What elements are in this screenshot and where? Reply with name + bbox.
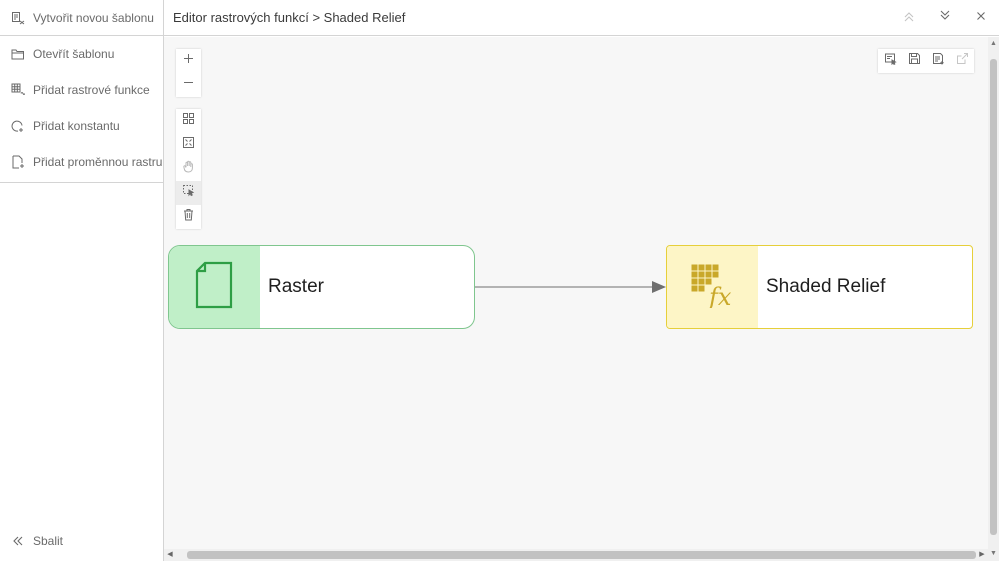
zoom-to-fit-button[interactable] [176,133,201,157]
sidebar-item-label: Přidat proměnnou rastru [33,155,163,169]
raster-node[interactable]: Raster [168,245,475,329]
sidebar-item-label: Přidat konstantu [33,119,120,133]
raster-document-icon [195,261,235,314]
hand-icon [182,160,195,178]
raster-node-label: Raster [268,276,324,297]
sidebar-item-add-constant[interactable]: Přidat konstantu [0,108,163,144]
grid-layout-icon [182,112,195,130]
scroll-down-arrow-icon[interactable]: ▼ [990,550,997,557]
page-title: Editor rastrových funkcí > Shaded Relief [173,10,406,25]
save-as-button[interactable] [926,49,950,73]
delete-button[interactable] [176,205,201,229]
sidebar-item-new-template[interactable]: Vytvořit novou šablonu [0,0,163,36]
properties-icon [884,52,897,70]
header: Editor rastrových funkcí > Shaded Relief [164,0,999,36]
close-button[interactable] [963,0,999,36]
double-chevron-down-icon [939,9,951,27]
sidebar: Vytvořit novou šablonu Otevřít šablonu P… [0,0,164,561]
constant-icon [11,119,25,133]
sidebar-divider [0,182,163,183]
close-icon [975,9,987,27]
sidebar-item-label: Otevřít šablonu [33,47,115,61]
scroll-left-arrow-icon[interactable]: ◀ [167,551,173,558]
trash-icon [182,208,195,226]
shaded-relief-function-node[interactable]: fx Shaded Relief [666,245,973,329]
select-button[interactable] [176,181,201,205]
export-button[interactable] [950,49,974,73]
save-button[interactable] [902,49,926,73]
template-properties-button[interactable] [878,49,902,73]
double-chevron-left-icon [11,534,25,548]
zoom-toolbar [176,49,201,97]
canvas-tools [176,109,201,229]
function-node-label: Shaded Relief [766,276,886,297]
export-icon [956,52,969,70]
auto-layout-button[interactable] [176,109,201,133]
folder-open-icon [11,47,25,61]
graph-canvas[interactable]: Raster fx Shaded Relief [164,37,988,549]
pan-button[interactable] [176,157,201,181]
svg-text:fx: fx [707,283,732,308]
sidebar-item-label: Přidat rastrové funkce [33,83,150,97]
sidebar-item-open-template[interactable]: Otevřít šablonu [0,36,163,72]
raster-function-fx-icon: fx [689,262,737,313]
scroll-up-arrow-icon[interactable]: ▲ [990,40,997,47]
scroll-right-arrow-icon[interactable]: ▶ [979,551,985,558]
fit-to-screen-icon [182,136,195,154]
save-as-icon [932,52,945,70]
horizontal-scroll-thumb[interactable] [187,551,976,559]
move-down-button[interactable] [927,0,963,36]
save-icon [908,52,921,70]
new-template-icon [11,11,25,25]
horizontal-scrollbar[interactable]: ◀ ▶ [164,549,988,561]
function-node-icon-area: fx [667,246,758,328]
sidebar-item-add-raster-variable[interactable]: Přidat proměnnou rastru [0,144,163,180]
collapse-button[interactable]: Sbalit [0,526,63,556]
zoom-out-button[interactable] [176,73,201,97]
vertical-scrollbar[interactable]: ▲ ▼ [988,37,999,561]
template-toolbar [878,49,974,73]
marquee-select-icon [182,184,195,202]
move-up-button[interactable] [891,0,927,36]
raster-node-icon-area [169,246,260,328]
vertical-scroll-thumb[interactable] [990,59,997,535]
sidebar-item-label: Vytvořit novou šablonu [33,10,154,25]
double-chevron-up-icon [903,9,915,27]
raster-function-icon [11,83,25,97]
collapse-label: Sbalit [33,534,64,548]
zoom-in-button[interactable] [176,49,201,73]
minus-icon [182,76,195,94]
sidebar-item-add-raster-functions[interactable]: Přidat rastrové funkce [0,72,163,108]
raster-variable-icon [11,155,25,169]
plus-icon [182,52,195,70]
